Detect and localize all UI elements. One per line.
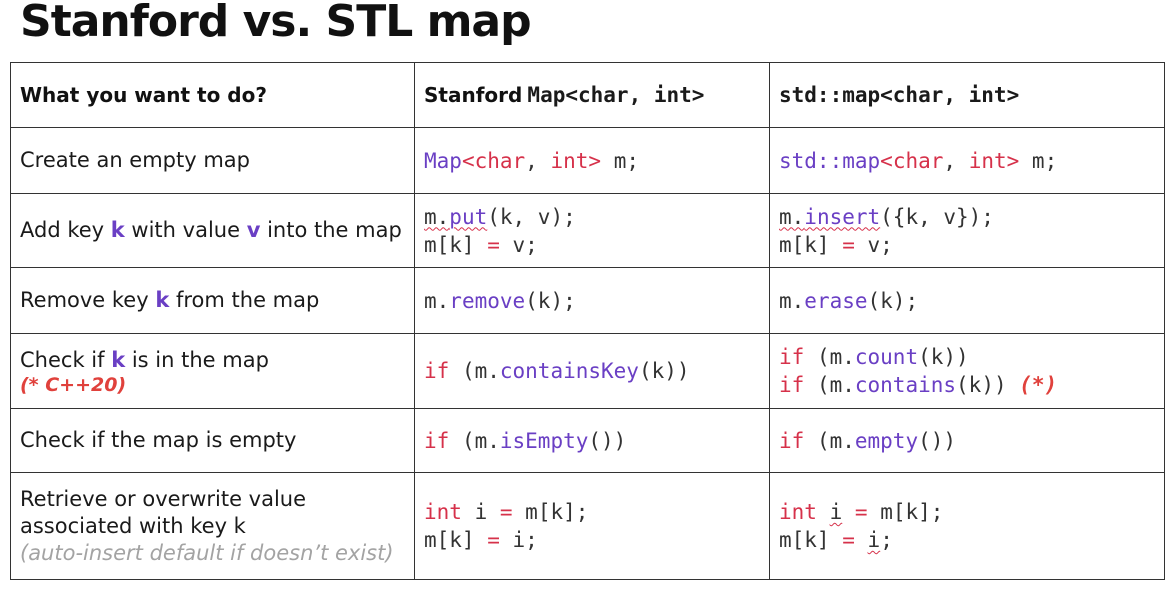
table-row: Check if the map is empty if (m.isEmpty(…: [10, 408, 1165, 473]
header-task: What you want to do?: [10, 62, 415, 128]
stanford-code: Map<char, int> m;: [414, 127, 770, 194]
stanford-code: if (m.isEmpty()): [414, 408, 770, 473]
header-stl: std::map<char, int>: [769, 62, 1165, 128]
stl-code: int i = m[k];m[k] = i;: [769, 472, 1165, 580]
stl-code: m.insert({k, v});m[k] = v;: [769, 193, 1165, 268]
task-description: Check if k is in the map(* C++20): [10, 333, 415, 409]
stanford-code: int i = m[k];m[k] = i;: [414, 472, 770, 580]
task-description: Create an empty map: [10, 127, 415, 194]
table-row: Create an empty map Map<char, int> m; st…: [10, 127, 1165, 194]
table-row: Remove key k from the map m.remove(k); m…: [10, 267, 1165, 334]
stl-code: if (m.count(k))if (m.contains(k)) (*): [769, 333, 1165, 409]
stl-code: m.erase(k);: [769, 267, 1165, 334]
stanford-code: if (m.containsKey(k)): [414, 333, 770, 409]
header-stanford: Stanford Map<char, int>: [414, 62, 770, 128]
task-description: Remove key k from the map: [10, 267, 415, 334]
stanford-code: m.remove(k);: [414, 267, 770, 334]
cpp20-marker: (*): [1019, 373, 1058, 397]
stl-code: if (m.empty()): [769, 408, 1165, 473]
table-header-row: What you want to do? Stanford Map<char, …: [10, 62, 1165, 128]
cpp20-note: (* C++20): [20, 373, 127, 396]
task-description: Check if the map is empty: [10, 408, 415, 473]
table-row: Add key k with value v into the map m.pu…: [10, 193, 1165, 268]
page-title: Stanford vs. STL map: [20, 0, 532, 47]
comparison-table: What you want to do? Stanford Map<char, …: [10, 62, 1165, 580]
table-row: Check if k is in the map(* C++20) if (m.…: [10, 333, 1165, 409]
stl-code: std::map<char, int> m;: [769, 127, 1165, 194]
task-description: Add key k with value v into the map: [10, 193, 415, 268]
stanford-code: m.put(k, v);m[k] = v;: [414, 193, 770, 268]
